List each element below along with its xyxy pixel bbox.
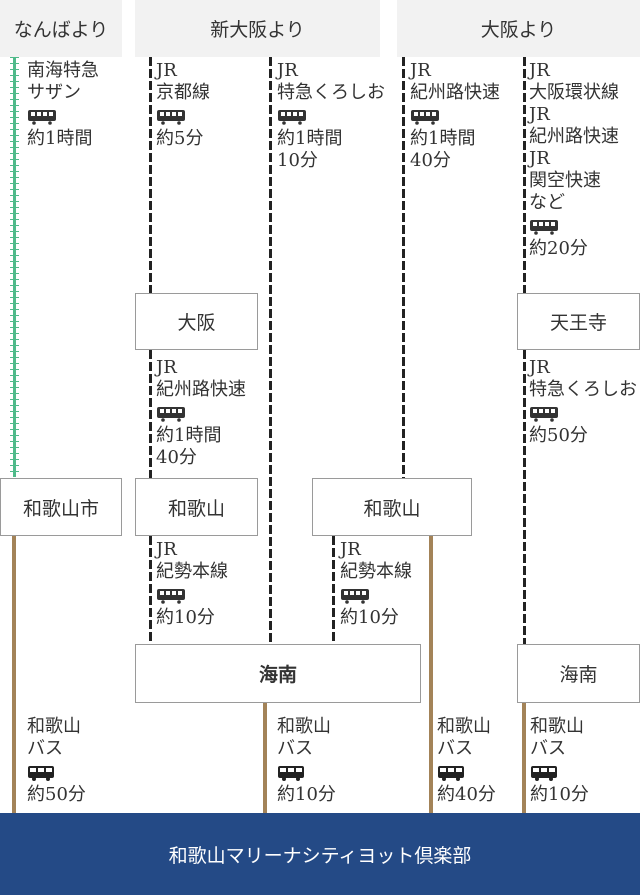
segment-line-name: 特急くろしお xyxy=(529,379,637,400)
segment-tennoji-kuroshio: JR 特急くろしお 約50分 xyxy=(529,357,637,447)
segment-time: 40分 xyxy=(156,447,197,468)
segment-line-name: 京都線 xyxy=(156,82,210,103)
segment-line-name: バス xyxy=(437,738,473,759)
segment-line-name: など xyxy=(529,192,565,213)
segment-time: 約1時間 xyxy=(277,128,343,149)
train-icon xyxy=(410,104,500,128)
segment-shinosaka-kyoto: JR 京都線 約5分 xyxy=(156,60,210,150)
train-icon xyxy=(529,214,619,238)
segment-osaka-kishuji: JR 紀州路快速 約1時間 40分 xyxy=(410,60,500,172)
jr-line-wakayama-kainan-1 xyxy=(149,536,152,644)
station-kainan-center: 海南 xyxy=(135,644,421,703)
station-wakayamashi: 和歌山市 xyxy=(0,478,122,536)
segment-time: 約1時間 xyxy=(410,128,476,149)
jr-line-osaka-wakayama xyxy=(149,350,152,478)
segment-line-name: JR xyxy=(529,357,550,378)
segment-line-name: JR xyxy=(410,60,431,81)
segment-line-name: JR xyxy=(529,60,550,81)
segment-wakayama-kisei-1: JR 紀勢本線 約10分 xyxy=(156,539,228,629)
segment-line-name: 和歌山 xyxy=(27,716,81,737)
segment-line-name: JR xyxy=(529,104,550,125)
station-wakayama-right: 和歌山 xyxy=(312,478,472,536)
segment-time: 約10分 xyxy=(530,784,589,805)
segment-line-name: 紀州路快速 xyxy=(410,82,500,103)
train-icon xyxy=(156,401,246,425)
train-icon xyxy=(27,104,99,128)
bus-line-4 xyxy=(522,703,526,813)
station-tennoji: 天王寺 xyxy=(517,293,640,350)
segment-line-name: 紀勢本線 xyxy=(340,561,412,582)
jr-line-wakayama-kainan-2 xyxy=(332,536,335,644)
bus-icon xyxy=(530,760,589,784)
segment-line-name: バス xyxy=(277,738,313,759)
segment-line-name: 紀勢本線 xyxy=(156,561,228,582)
segment-bus-4: 和歌山 バス 約10分 xyxy=(530,716,589,806)
segment-wakayama-kisei-2: JR 紀勢本線 約10分 xyxy=(340,539,412,629)
segment-line-name: バス xyxy=(530,738,566,759)
train-icon xyxy=(277,104,385,128)
destination-banner: 和歌山マリーナシティヨット倶楽部 xyxy=(0,813,640,895)
jr-line-loop xyxy=(523,57,526,293)
segment-line-name: サザン xyxy=(27,82,81,103)
bus-line-1 xyxy=(12,536,16,813)
segment-time: 約5分 xyxy=(156,128,204,149)
segment-line-name: JR xyxy=(340,539,361,560)
segment-line-name: 紀州路快速 xyxy=(529,126,619,147)
segment-line-name: 和歌山 xyxy=(437,716,491,737)
segment-line-name: 紀州路快速 xyxy=(156,379,246,400)
jr-line-kuroshio xyxy=(269,57,272,644)
segment-line-name: 関空快速 xyxy=(529,170,601,191)
jr-line-kyoto xyxy=(149,57,152,293)
station-kainan-right: 海南 xyxy=(517,644,640,703)
segment-time: 40分 xyxy=(410,150,451,171)
train-icon xyxy=(340,583,412,607)
segment-time: 約10分 xyxy=(340,607,399,628)
segment-time: 10分 xyxy=(277,150,318,171)
segment-bus-2: 和歌山 バス 約10分 xyxy=(277,716,336,806)
segment-time: 約50分 xyxy=(529,425,588,446)
segment-shinosaka-kuroshio: JR 特急くろしお 約1時間 10分 xyxy=(277,60,385,172)
segment-time: 約20分 xyxy=(529,238,588,259)
jr-line-tennoji-kainan xyxy=(523,350,526,644)
segment-time: 約1時間 xyxy=(27,128,93,149)
bus-icon xyxy=(277,760,336,784)
segment-time: 約10分 xyxy=(277,784,336,805)
segment-time: 約40分 xyxy=(437,784,496,805)
segment-line-name: 和歌山 xyxy=(277,716,331,737)
header-shinosaka: 新大阪より xyxy=(135,0,380,57)
header-namba: なんばより xyxy=(0,0,122,57)
segment-line-name: JR xyxy=(277,60,298,81)
segment-bus-1: 和歌山 バス 約50分 xyxy=(27,716,86,806)
segment-line-name: JR xyxy=(156,357,177,378)
segment-line-name: 和歌山 xyxy=(530,716,584,737)
bus-line-3 xyxy=(429,536,433,813)
segment-time: 約50分 xyxy=(27,784,86,805)
segment-line-name: 南海特急 xyxy=(27,60,99,81)
train-icon xyxy=(156,104,210,128)
segment-namba-nankai: 南海特急 サザン 約1時間 xyxy=(27,60,99,150)
segment-time: 約1時間 xyxy=(156,425,222,446)
segment-line-name: 大阪環状線 xyxy=(529,82,619,103)
header-osaka: 大阪より xyxy=(397,0,640,57)
segment-osaka-loop: JR 大阪環状線 JR 紀州路快速 JR 関空快速 など 約20分 xyxy=(529,60,619,260)
train-icon xyxy=(529,401,637,425)
segment-line-name: バス xyxy=(27,738,63,759)
segment-time: 約10分 xyxy=(156,607,215,628)
bus-icon xyxy=(437,760,496,784)
segment-line-name: JR xyxy=(156,539,177,560)
bus-line-2 xyxy=(263,703,267,813)
jr-line-kishuji xyxy=(402,57,405,478)
segment-osaka-kishuji-2: JR 紀州路快速 約1時間 40分 xyxy=(156,357,246,469)
segment-line-name: JR xyxy=(529,148,550,169)
bus-icon xyxy=(27,760,86,784)
station-wakayama-left: 和歌山 xyxy=(135,478,258,536)
nankai-line xyxy=(10,57,19,477)
segment-line-name: 特急くろしお xyxy=(277,82,385,103)
station-osaka: 大阪 xyxy=(135,293,258,350)
train-icon xyxy=(156,583,228,607)
segment-line-name: JR xyxy=(156,60,177,81)
segment-bus-3: 和歌山 バス 約40分 xyxy=(437,716,496,806)
